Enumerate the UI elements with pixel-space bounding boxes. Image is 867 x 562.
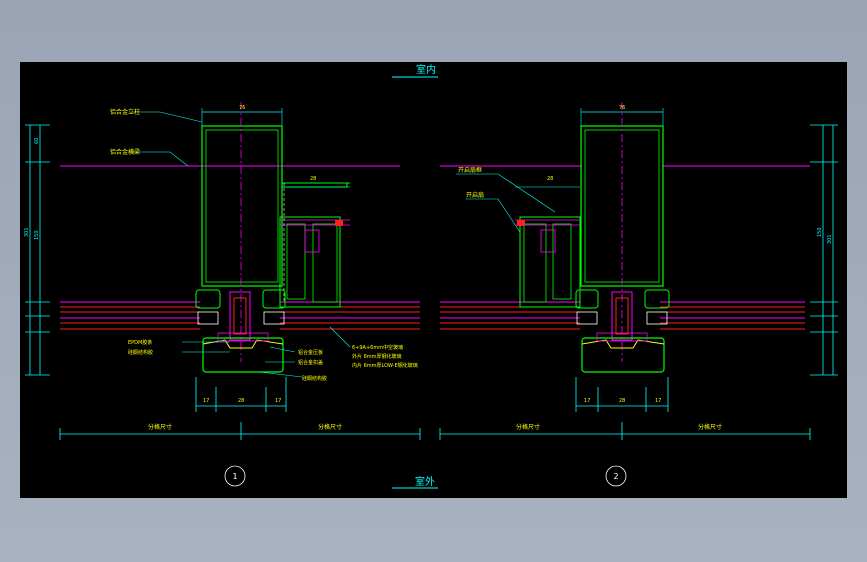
dim-top-1: 76 xyxy=(239,105,245,111)
dim-a2-2: 17 xyxy=(655,398,661,404)
joint-profile-2 xyxy=(575,289,670,373)
window-section-1: 28 xyxy=(279,176,350,308)
dim-c-1: 28 xyxy=(310,176,316,182)
dim-side-1: 60 xyxy=(34,138,40,144)
dim-total-2: 301 xyxy=(827,234,833,244)
dim-top-2: 76 xyxy=(619,105,625,111)
dim-b-2: 28 xyxy=(619,398,625,404)
dim-b-1: 28 xyxy=(238,398,244,404)
title-interior: 室内 xyxy=(416,63,436,76)
label-glass-note1: 外片 6mm厚钢化玻璃 xyxy=(352,353,402,360)
dim-a2-1: 17 xyxy=(275,398,281,404)
title-exterior: 室外 xyxy=(415,475,435,488)
detail-2: 150 301 76 xyxy=(439,102,838,487)
label-mullion: 铝合金立柱 xyxy=(110,108,140,116)
dim-a-1: 17 xyxy=(203,398,209,404)
mullion-profile-2: 76 xyxy=(580,102,664,362)
window-section-2: 28 xyxy=(515,176,581,308)
glass-lines-1 xyxy=(60,165,420,330)
leaders-2 xyxy=(456,173,556,233)
right-dim-chain xyxy=(810,124,838,376)
dim-module-right-2: 分格尺寸 xyxy=(698,423,722,431)
label-rubber1: EPDM胶条 xyxy=(128,339,152,346)
leaders-1 xyxy=(132,111,351,378)
label-glass-note2: 内片 6mm厚LOW-E钢化玻璃 xyxy=(352,362,418,369)
dim-module-left-1: 分格尺寸 xyxy=(148,423,172,431)
mullion-profile-1: 76 xyxy=(201,102,283,362)
label-window-sash: 开启扇 xyxy=(466,191,484,199)
dim-mid-1: 150 xyxy=(34,230,40,240)
left-dim-chain xyxy=(25,124,50,376)
dim-module-left-2: 分格尺寸 xyxy=(516,423,540,431)
detail-1-bubble xyxy=(224,465,246,487)
glass-lines-2 xyxy=(440,165,810,330)
joint-profile-1 xyxy=(195,289,286,373)
label-glass: 6+9A+6mm中空玻璃 xyxy=(352,344,403,351)
detail-2-bubble xyxy=(605,465,627,487)
cad-drawing: 室内 室外 301 60 150 xyxy=(24,63,838,489)
label-rubber3: 铝合金压板 xyxy=(298,349,323,356)
dim-c-2: 28 xyxy=(547,176,553,182)
label-transom: 铝合金横梁 xyxy=(110,148,140,156)
dim-mid-2: 150 xyxy=(817,227,823,237)
detail-2-number: 2 xyxy=(613,472,618,481)
label-rubber2: 硅酮结构胶 xyxy=(128,349,153,356)
label-rubber4: 铝合金扣盖 xyxy=(298,359,323,366)
bottom-dims-1 xyxy=(59,377,421,440)
detail-1-number: 1 xyxy=(232,472,237,481)
dim-total-1: 301 xyxy=(24,227,30,237)
detail-1: 301 60 150 76 xyxy=(24,102,421,487)
label-rubber-extra: 硅酮结构胶 xyxy=(302,375,327,382)
dim-a-2: 17 xyxy=(584,398,590,404)
dim-module-right-1: 分格尺寸 xyxy=(318,423,342,431)
label-window-frame: 开启扇框 xyxy=(458,166,482,174)
cad-drawing-sheet: 室内 室外 301 60 150 xyxy=(20,62,847,498)
bottom-dims-2 xyxy=(439,377,811,440)
